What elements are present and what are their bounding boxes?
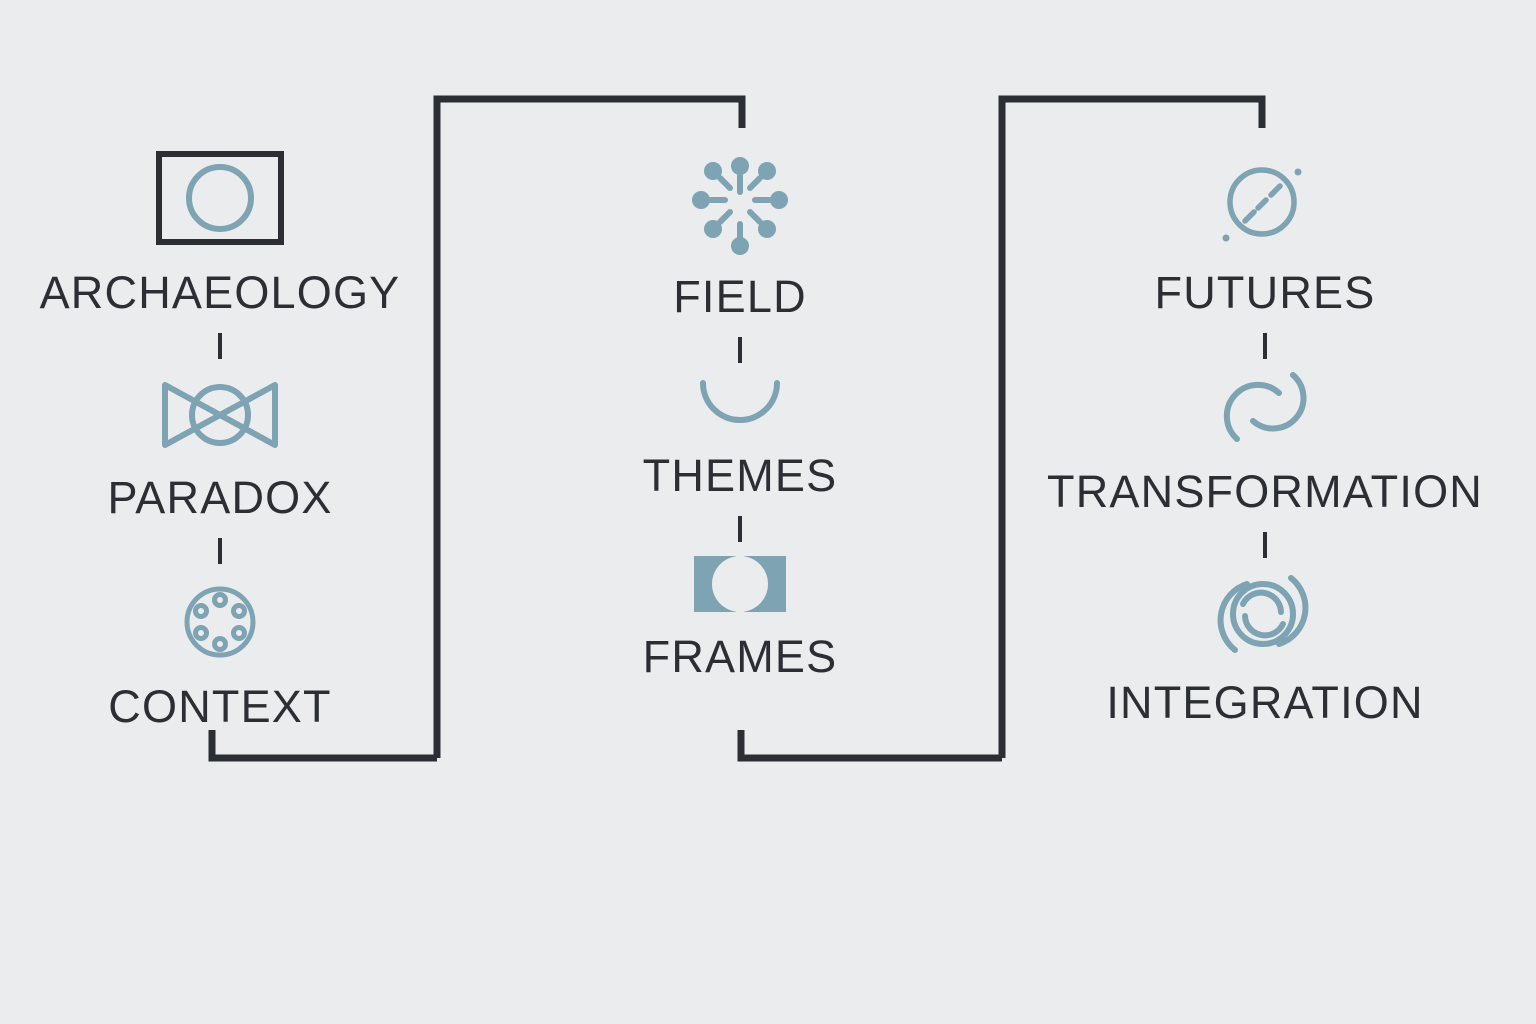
node-label-integration: INTEGRATION [1106,677,1424,728]
node-futures[interactable]: FUTURES [1155,150,1376,315]
bracket-bottom-left [208,730,437,762]
node-integration[interactable]: INTEGRATION [1106,566,1423,725]
dashed-diagonal-circle-icon [1210,150,1320,250]
node-transformation[interactable]: TRANSFORMATION [1047,369,1483,514]
bowtie-circle-icon [159,377,281,453]
node-paradox[interactable]: PARADOX [107,377,332,520]
arc-cup-icon [695,377,785,429]
double-arc-spiral-icon [1217,369,1313,445]
connector-archaeology-paradox [218,333,222,359]
node-label-transformation: TRANSFORMATION [1047,466,1483,517]
nested-spiral-icon [1213,566,1317,662]
node-label-frames: FRAMES [642,631,838,682]
column-field: FIELD THEMES [545,140,935,679]
node-themes[interactable]: THEMES [643,377,838,498]
column-futures: FUTURES TRANSFORMATION [1030,150,1500,725]
column-archaeology: ARCHAEOLOGY PARADOX [0,150,440,729]
node-archaeology[interactable]: ARCHAEOLOGY [40,150,401,315]
node-label-themes: THEMES [642,450,838,501]
connector-paradox-context [218,538,222,564]
connector-transformation-integration [1263,532,1267,558]
connector-field-themes [738,337,742,363]
node-field[interactable]: FIELD [673,140,807,319]
node-label-field: FIELD [673,271,807,322]
brackets-icon [694,556,786,612]
node-label-archaeology: ARCHAEOLOGY [39,267,401,318]
node-context[interactable]: CONTEXT [108,580,331,729]
node-label-context: CONTEXT [108,681,332,732]
radial-burst-icon [675,140,805,260]
connector-themes-frames [738,516,742,542]
node-frames[interactable]: FRAMES [643,556,838,679]
bracket-bottom-right [737,730,1002,762]
node-label-futures: FUTURES [1154,267,1376,318]
circle-of-dots-icon [178,580,262,664]
connector-futures-transformation [1263,333,1267,359]
rectangle-with-circle-icon [155,150,285,246]
node-label-paradox: PARADOX [107,472,333,523]
